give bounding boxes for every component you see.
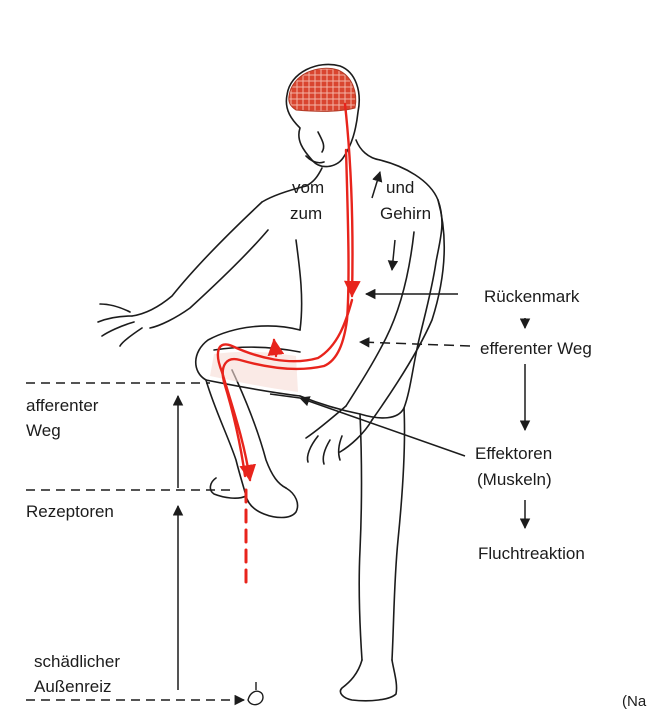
label-stimulus-line1: schädlicher: [34, 652, 120, 672]
label-stimulus-line2: Außenreiz: [34, 677, 111, 697]
label-gehirn: Gehirn: [380, 204, 431, 224]
annotation-lines: [26, 172, 525, 700]
nerve-path: [218, 104, 353, 582]
label-zum: zum: [290, 204, 322, 224]
label-afferent-line2: Weg: [26, 421, 61, 441]
label-und: und: [386, 178, 414, 198]
label-effectors-line1: Effektoren: [475, 444, 552, 464]
label-rueckenmark: Rückenmark: [484, 287, 579, 307]
label-afferent-line1: afferenter: [26, 396, 98, 416]
label-effectors-line2: (Muskeln): [477, 470, 552, 490]
label-receptors: Rezeptoren: [26, 502, 114, 522]
source-fragment: (Na: [622, 692, 646, 712]
pin-icon: [248, 682, 263, 705]
label-efferent-path: efferenter Weg: [480, 339, 592, 359]
label-escape-reaction: Fluchtreaktion: [478, 544, 585, 564]
label-vom: vom: [292, 178, 324, 198]
